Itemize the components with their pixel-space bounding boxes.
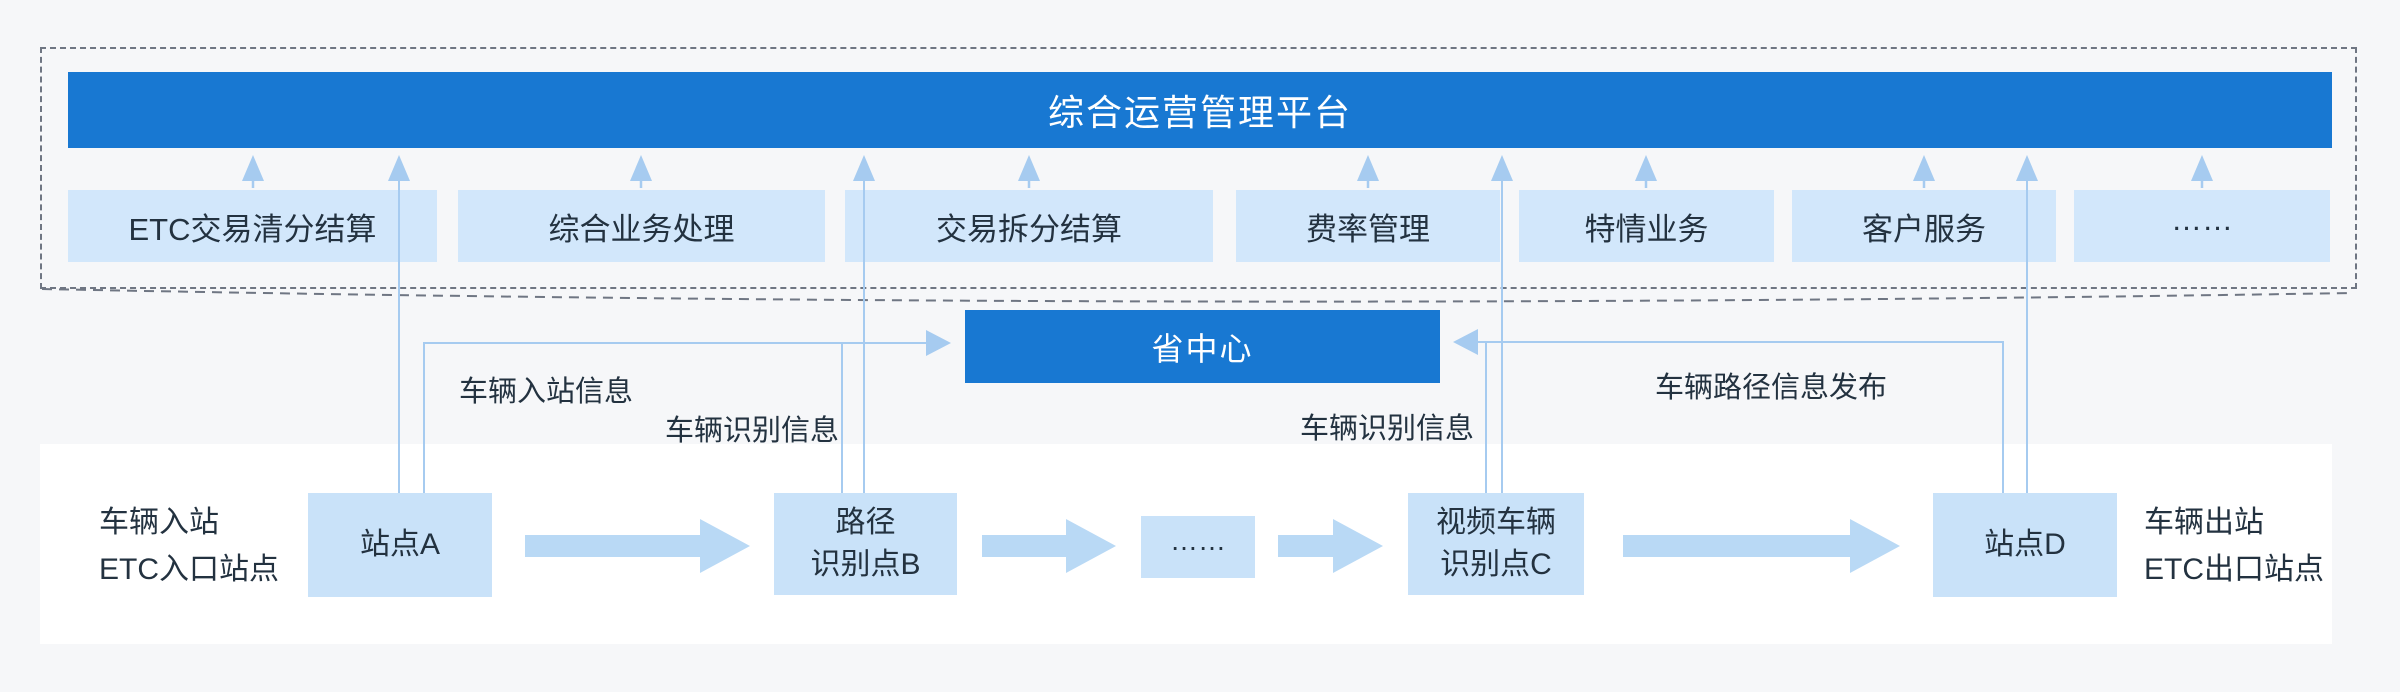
module-box-special-cases: 特情业务: [1519, 190, 1774, 262]
entry-caption-line1: 车辆入站: [99, 506, 219, 539]
node-ellipsis: ……: [1141, 516, 1255, 578]
frame-bottom-dashed-line: [41, 288, 2353, 303]
province-center-box: 省中心: [965, 310, 1440, 383]
module-box-business-process: 综合业务处理: [458, 190, 825, 262]
module-box-customer-service: 客户服务: [1792, 190, 2056, 262]
exit-caption-line2: ETC出口站点: [2144, 553, 2324, 586]
platform-title: 综合运营管理平台: [1047, 92, 1352, 133]
module-box-etc-clearing: ETC交易清分结算: [68, 190, 437, 262]
label-route-info-publish: 车辆路径信息发布: [1655, 372, 1888, 404]
node-video-point-c: 视频车辆 识别点C: [1408, 493, 1584, 595]
right-arrowhead-icon: [926, 330, 951, 356]
node-path-point-b: 路径 识别点B: [774, 493, 957, 595]
node-station-a: 站点A: [308, 493, 492, 597]
label-vehicle-recognition-left: 车辆识别信息: [665, 415, 840, 447]
module-box-split-settlement: 交易拆分结算: [845, 190, 1213, 262]
platform-frame: [40, 47, 2357, 289]
node-station-d: 站点D: [1933, 493, 2117, 597]
exit-caption: 车辆出站 ETC出口站点: [2144, 499, 2324, 593]
entry-caption: 车辆入站 ETC入口站点: [99, 499, 279, 593]
platform-header: 综合运营管理平台: [68, 72, 2332, 148]
label-vehicle-recognition-right: 车辆识别信息: [1300, 413, 1475, 445]
exit-caption-line1: 车辆出站: [2144, 506, 2264, 539]
entry-caption-line2: ETC入口站点: [99, 553, 279, 586]
left-arrowhead-icon: [1453, 329, 1478, 355]
label-vehicle-entry-info: 车辆入站信息: [459, 376, 634, 408]
module-box-more: ……: [2074, 190, 2330, 262]
module-box-rate-management: 费率管理: [1236, 190, 1500, 262]
province-center-label: 省中心: [1151, 330, 1254, 367]
